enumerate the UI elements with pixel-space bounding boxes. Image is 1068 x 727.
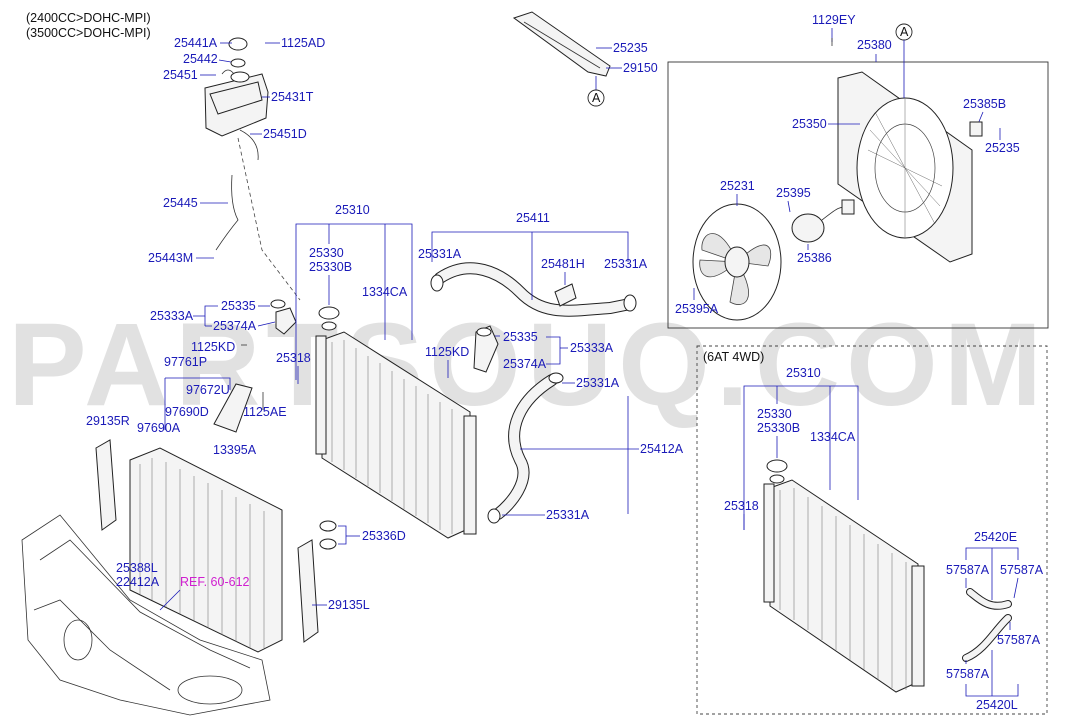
side-air-guard-right xyxy=(95,439,117,531)
side-air-guard-left xyxy=(297,539,319,643)
label-25385B[interactable]: 25385B xyxy=(963,97,1006,111)
fan-labels: 1129EY A 25380 25385B 25350 25235 25231 … xyxy=(675,13,1020,316)
label-25330[interactable]: 25330 xyxy=(309,246,344,260)
label-1125KD-mid[interactable]: 1125KD xyxy=(425,345,469,359)
label-29135L[interactable]: 29135L xyxy=(328,598,370,612)
label-25336D[interactable]: 25336D xyxy=(362,529,406,543)
inset-label-1334CA[interactable]: 1334CA xyxy=(810,430,856,444)
callout-a-fan: A xyxy=(900,25,909,39)
inset-label-57587A-1[interactable]: 57587A xyxy=(946,563,990,577)
inset-label-25420E[interactable]: 25420E xyxy=(974,530,1017,544)
label-25374A-mid[interactable]: 25374A xyxy=(503,357,547,371)
condenser xyxy=(129,447,283,653)
lower-hose xyxy=(487,372,564,524)
label-25350[interactable]: 25350 xyxy=(792,117,827,131)
label-25330B[interactable]: 25330B xyxy=(309,260,352,274)
label-25235-top[interactable]: 25235 xyxy=(613,41,648,55)
label-25481H[interactable]: 25481H xyxy=(541,257,585,271)
inset-label-25330B[interactable]: 25330B xyxy=(757,421,800,435)
inset-label-25310[interactable]: 25310 xyxy=(786,366,821,380)
left-labels: 25333A 25335 25374A 1125KD 97761P 25318 … xyxy=(86,299,311,457)
label-25235-right[interactable]: 25235 xyxy=(985,141,1020,155)
label-97690D[interactable]: 97690D xyxy=(165,405,209,419)
inset-label-57587A-3[interactable]: 57587A xyxy=(997,633,1041,647)
label-97690A[interactable]: 97690A xyxy=(137,421,181,435)
engine-variant-2: (3500CC>DOHC-MPI) xyxy=(26,26,151,40)
front-end-carrier xyxy=(21,514,271,716)
label-1125KD-left[interactable]: 1125KD xyxy=(191,340,235,354)
inset-label-57587A-4[interactable]: 57587A xyxy=(946,667,990,681)
reservoir-labels: 25441A 1125AD 25442 25451 25431T 25451D … xyxy=(148,36,325,301)
engine-variant-1: (2400CC>DOHC-MPI) xyxy=(26,11,151,25)
fan-assembly-box xyxy=(667,61,1049,329)
label-25431T[interactable]: 25431T xyxy=(271,90,314,104)
label-1125AD[interactable]: 1125AD xyxy=(281,36,325,50)
upper-hose xyxy=(430,262,637,317)
callout-a-top: A xyxy=(592,91,601,105)
hose-labels: 25411 25331A 25481H 25331A 25335 25333A … xyxy=(418,211,684,522)
inset-label-57587A-2[interactable]: 57587A xyxy=(1000,563,1044,577)
inset-label-25420L[interactable]: 25420L xyxy=(976,698,1018,712)
inset-title: (6AT 4WD) xyxy=(703,350,764,364)
label-25441A[interactable]: 25441A xyxy=(174,36,218,50)
label-25386[interactable]: 25386 xyxy=(797,251,832,265)
label-25395A[interactable]: 25395A xyxy=(675,302,719,316)
label-25412A[interactable]: 25412A xyxy=(640,442,684,456)
label-29150[interactable]: 29150 xyxy=(623,61,658,75)
left-bracket-parts xyxy=(213,299,297,433)
inset-oil-cooler-hoses xyxy=(962,588,1012,662)
ref-link[interactable]: REF. 60-612 xyxy=(180,575,250,589)
label-25388L[interactable]: 25388L xyxy=(116,561,158,575)
cooling-fan xyxy=(692,203,782,321)
label-25451D[interactable]: 25451D xyxy=(263,127,307,141)
inset-box xyxy=(696,345,1048,715)
label-25333A-mid[interactable]: 25333A xyxy=(570,341,614,355)
callout-a-marker-top xyxy=(587,89,605,107)
upper-air-guard xyxy=(512,11,611,77)
label-13395A[interactable]: 13395A xyxy=(213,443,257,457)
label-97761P[interactable]: 97761P xyxy=(164,355,207,369)
label-25318[interactable]: 25318 xyxy=(276,351,311,365)
label-25331A-2[interactable]: 25331A xyxy=(604,257,648,271)
label-22412A[interactable]: 22412A xyxy=(116,575,160,589)
label-25310[interactable]: 25310 xyxy=(335,203,370,217)
fan-motor xyxy=(791,199,855,243)
inset-label-25330[interactable]: 25330 xyxy=(757,407,792,421)
reservoir-tank xyxy=(204,37,269,251)
label-1129EY[interactable]: 1129EY xyxy=(812,13,856,27)
label-25442[interactable]: 25442 xyxy=(183,52,218,66)
label-29135R[interactable]: 29135R xyxy=(86,414,130,428)
label-25231[interactable]: 25231 xyxy=(720,179,755,193)
label-1125AE[interactable]: 1125AE xyxy=(243,405,287,419)
label-25411[interactable]: 25411 xyxy=(516,211,550,225)
inset-radiator xyxy=(763,459,925,693)
label-25331A-1[interactable]: 25331A xyxy=(418,247,462,261)
label-25331A-3[interactable]: 25331A xyxy=(576,376,620,390)
label-25443M[interactable]: 25443M xyxy=(148,251,193,265)
carrier-labels: 25388L 22412A REF. 60-612 29135L xyxy=(116,561,370,612)
fan-shroud xyxy=(837,71,973,263)
label-25333A-left[interactable]: 25333A xyxy=(150,309,194,323)
label-25335-mid[interactable]: 25335 xyxy=(503,330,538,344)
label-25451[interactable]: 25451 xyxy=(163,68,198,82)
label-25380[interactable]: 25380 xyxy=(857,38,892,52)
label-25395[interactable]: 25395 xyxy=(776,186,811,200)
inset-label-25318[interactable]: 25318 xyxy=(724,499,759,513)
label-25331A-4[interactable]: 25331A xyxy=(546,508,590,522)
label-97672U[interactable]: 97672U xyxy=(186,383,230,397)
radiator-labels: 25310 25330 25330B 1334CA 25336D xyxy=(295,203,413,545)
label-25445[interactable]: 25445 xyxy=(163,196,198,210)
inset-labels: 25310 25330 25330B 1334CA 25318 25420E 5… xyxy=(724,366,1044,712)
radiator xyxy=(315,306,477,550)
label-25335-left[interactable]: 25335 xyxy=(221,299,256,313)
label-1334CA[interactable]: 1334CA xyxy=(362,285,408,299)
label-25374A-left[interactable]: 25374A xyxy=(213,319,257,333)
air-guard-labels: 25235 29150 A xyxy=(587,41,658,107)
